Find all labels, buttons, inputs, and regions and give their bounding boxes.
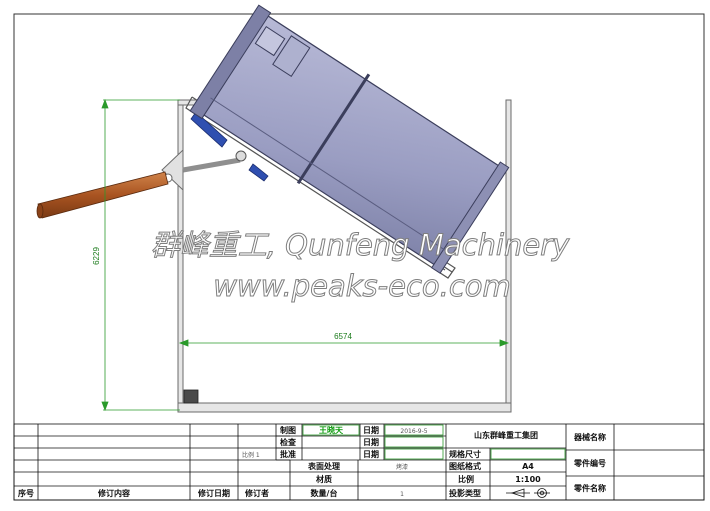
date-label-3: 日期 xyxy=(363,449,379,459)
ratio-faint: 比例 1 xyxy=(242,451,260,459)
pivot-bracket xyxy=(161,148,241,192)
drawn-by-value: 王晓天 xyxy=(319,425,344,435)
scale-label: 比例 xyxy=(458,474,474,484)
machine-frame xyxy=(177,99,512,413)
rev-content-label: 修订内容 xyxy=(97,488,130,498)
watermark-line-1: 群峰重工, Qunfeng Machinery xyxy=(151,228,570,262)
watermark-line-2: www.peaks-eco.com xyxy=(213,269,511,303)
material-label: 材质 xyxy=(316,474,332,484)
check-label: 检查 xyxy=(280,437,297,447)
rev-date-label: 修订日期 xyxy=(197,488,230,498)
part-number-label: 零件编号 xyxy=(573,458,606,468)
hydraulic-cylinders xyxy=(190,111,269,182)
approve-label: 批准 xyxy=(280,449,296,459)
frame-foot-block xyxy=(183,389,199,404)
spec-size-label: 规格尺寸 xyxy=(449,449,481,459)
part-name-label: 零件名称 xyxy=(573,483,606,493)
width-dimension-label: 6574 xyxy=(334,332,352,341)
qty-label: 数量/台 xyxy=(311,488,338,498)
bin-end-cap xyxy=(189,4,272,120)
date-value: 2016-9-5 xyxy=(400,428,427,435)
width-dimension xyxy=(178,339,510,347)
seq-label: 序号 xyxy=(18,488,34,498)
date-label-2: 日期 xyxy=(363,437,379,447)
surface-label: 表面处理 xyxy=(307,461,340,471)
height-dimension-label: 6229 xyxy=(92,247,101,265)
tilted-bin xyxy=(189,4,510,274)
company-name: 山东群峰重工集团 xyxy=(474,430,538,440)
scale-value: 1:100 xyxy=(515,475,541,484)
title-highlights xyxy=(302,424,566,460)
date-label-1: 日期 xyxy=(363,425,379,435)
projection-label: 投影类型 xyxy=(449,488,481,498)
height-dimension xyxy=(101,98,180,412)
machine-name-label: 器械名称 xyxy=(573,432,606,442)
projection-symbol-icon xyxy=(506,488,550,498)
drawing-format-value: A4 xyxy=(522,462,534,471)
surface-value: 烤漆 xyxy=(396,463,408,471)
bin-far-end xyxy=(431,161,510,274)
reviser-label: 修订者 xyxy=(244,488,269,498)
drawing-format-label: 图纸格式 xyxy=(449,461,481,471)
lever-arm xyxy=(36,171,169,219)
title-block xyxy=(13,423,705,501)
frame-base xyxy=(177,402,512,413)
drawn-label: 制图 xyxy=(280,425,296,435)
qty-value: 1 xyxy=(400,491,404,498)
